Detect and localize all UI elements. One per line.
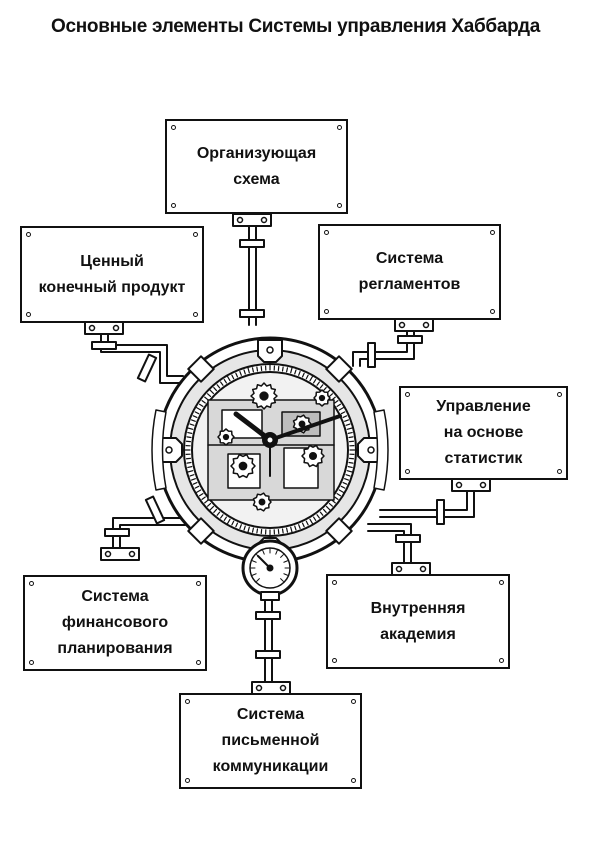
pipe-joint [255, 611, 281, 620]
pipe-joint [144, 495, 166, 525]
pipe-joint [91, 341, 117, 350]
element-box-academy: Внутренняя академия [326, 574, 510, 669]
pipe-joint [255, 650, 281, 659]
element-label-comm: Система письменной коммуникации [212, 706, 329, 775]
element-box-stats: Управление на основе статистик [399, 386, 568, 480]
element-box-policy: Система регламентов [318, 224, 501, 320]
pipe-joint [136, 353, 158, 383]
pipe-academy [367, 523, 412, 566]
diagram-title: Основные элементы Системы управления Хаб… [51, 16, 540, 37]
element-box-comm: Система письменной коммуникации [179, 693, 362, 789]
element-label-org-board: Организующая схема [196, 144, 317, 188]
element-box-org-board: Организующая схема [165, 119, 348, 214]
clockwork-mechanism-icon [156, 336, 384, 564]
housing-bracket [187, 355, 215, 383]
element-label-finance: Система финансового планирования [57, 588, 173, 657]
pipe-comm [264, 593, 273, 686]
pipe-joint [104, 528, 130, 537]
housing-bracket [325, 355, 353, 383]
element-label-policy: Система регламентов [358, 250, 461, 293]
pipe-joint [395, 534, 421, 543]
element-label-vfp: Ценный конечный продукт [38, 252, 186, 296]
pipe-joint [239, 309, 265, 318]
pipe-joint [397, 335, 423, 344]
housing-bracket [187, 517, 215, 545]
side-vent [151, 409, 389, 491]
pipe-joint [367, 342, 376, 368]
element-box-vfp: Ценный конечный продукт [20, 226, 204, 323]
flange-org-board [232, 213, 272, 227]
pressure-gauge-icon [241, 539, 299, 601]
element-label-academy: Внутренняя академия [370, 599, 466, 643]
housing-bracket [325, 517, 353, 545]
element-label-stats: Управление на основе статистик [436, 398, 531, 467]
pipe-joint [436, 499, 445, 525]
flange-finance [100, 547, 140, 561]
pipe-stats [379, 489, 475, 518]
element-box-finance: Система финансового планирования [23, 575, 207, 671]
pipe-joint [239, 239, 265, 248]
